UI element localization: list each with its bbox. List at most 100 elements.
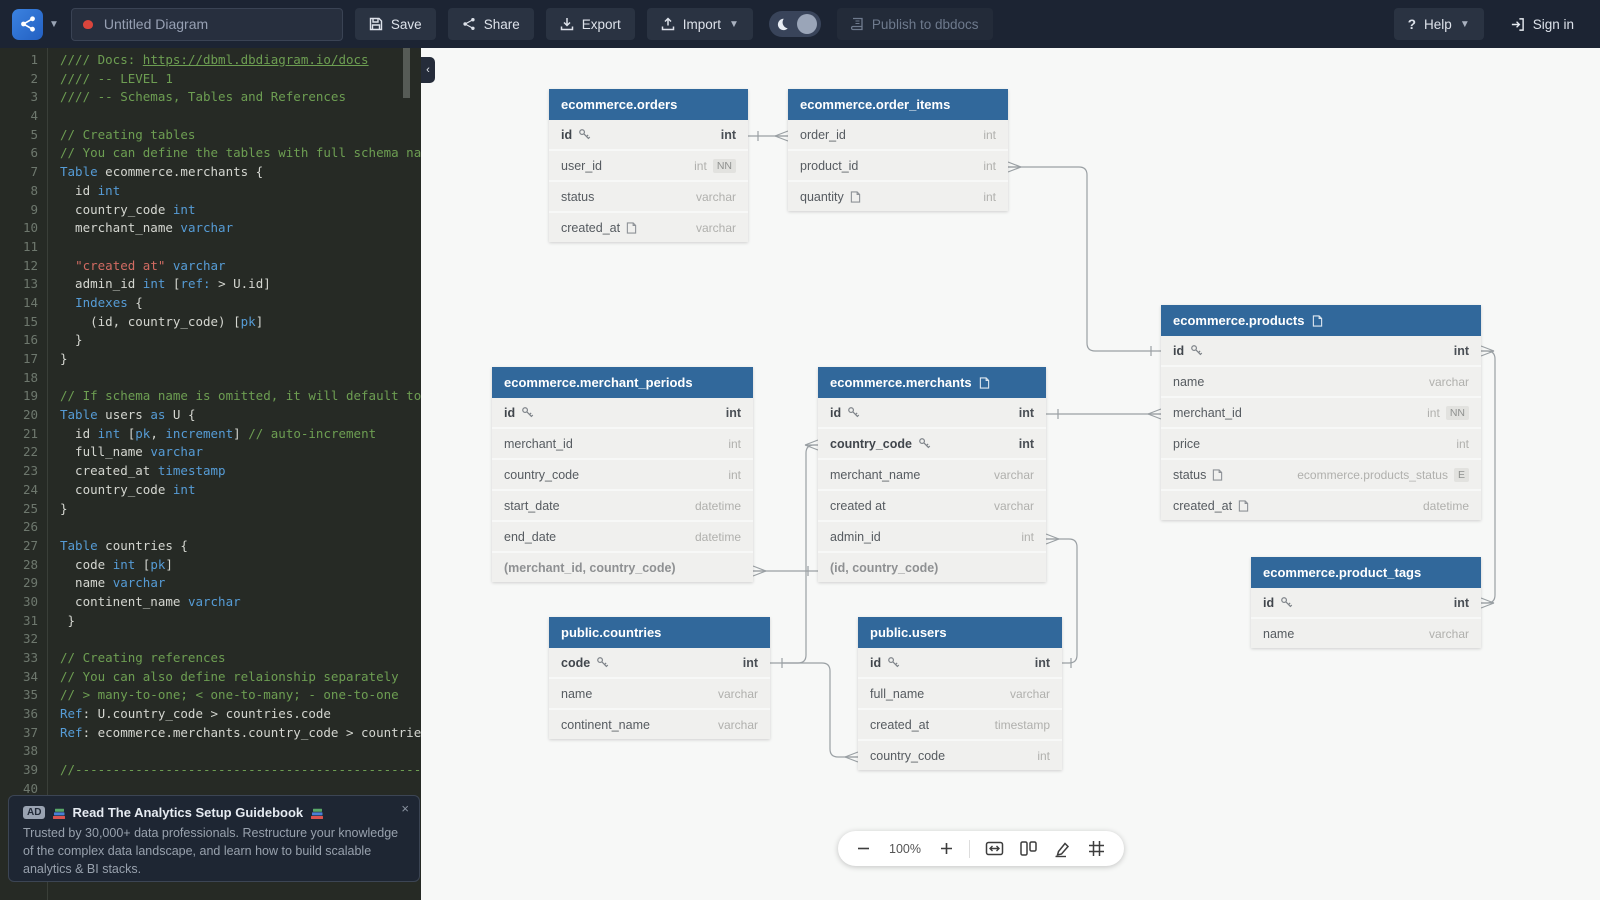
editor-collapse-button[interactable]: ‹: [421, 57, 435, 83]
code-line-14[interactable]: Indexes {: [60, 295, 421, 314]
dark-mode-toggle[interactable]: [768, 11, 821, 37]
diagram-title-input[interactable]: [70, 7, 343, 41]
code-line-27[interactable]: Table countries {: [60, 538, 421, 557]
code-line-36[interactable]: Ref: U.country_code > countries.code: [60, 706, 421, 725]
code-line-4[interactable]: [60, 108, 421, 127]
table-header[interactable]: ecommerce.orders: [549, 89, 748, 120]
frame-button[interactable]: [1087, 839, 1106, 858]
ad-close-icon[interactable]: ×: [401, 801, 409, 816]
code-line-33[interactable]: // Creating references: [60, 650, 421, 669]
code-line-16[interactable]: }: [60, 332, 421, 351]
zoom-out-button[interactable]: [856, 841, 871, 856]
code-line-8[interactable]: id int: [60, 183, 421, 202]
publish-dbdocs-button[interactable]: Publish to dbdocs: [836, 8, 993, 40]
sign-in-button[interactable]: Sign in: [1496, 8, 1588, 40]
highlighter-button[interactable]: [1053, 839, 1072, 858]
code-line-22[interactable]: full_name varchar: [60, 444, 421, 463]
code-line-35[interactable]: // > many-to-one; < one-to-many; - one-t…: [60, 687, 421, 706]
ad-card[interactable]: × AD Read The Analytics Setup Guidebook …: [8, 795, 420, 882]
code-line-28[interactable]: code int [pk]: [60, 557, 421, 576]
save-button[interactable]: Save: [354, 8, 436, 40]
table-header[interactable]: ecommerce.products: [1161, 305, 1481, 336]
code-line-7[interactable]: Table ecommerce.merchants {: [60, 164, 421, 183]
code-line-25[interactable]: }: [60, 501, 421, 520]
code-line-15[interactable]: (id, country_code) [pk]: [60, 314, 421, 333]
ad-title[interactable]: Read The Analytics Setup Guidebook: [72, 805, 304, 820]
field-row-merchant_idcountry_code[interactable]: (merchant_id, country_code): [492, 553, 753, 582]
zoom-in-button[interactable]: [939, 841, 954, 856]
field-row-idcountry_code[interactable]: (id, country_code): [818, 553, 1046, 582]
code-line-20[interactable]: Table users as U {: [60, 407, 421, 426]
code-line-18[interactable]: [60, 370, 421, 389]
code-line-19[interactable]: // If schema name is omitted, it will de…: [60, 388, 421, 407]
auto-arrange-button[interactable]: [1019, 839, 1038, 858]
code-line-17[interactable]: }: [60, 351, 421, 370]
code-line-31[interactable]: }: [60, 613, 421, 632]
table-header[interactable]: ecommerce.product_tags: [1251, 557, 1481, 588]
table-header[interactable]: public.countries: [549, 617, 770, 648]
editor-scrollbar[interactable]: [403, 48, 410, 98]
export-button[interactable]: Export: [545, 8, 635, 40]
code-line-10[interactable]: merchant_name varchar: [60, 220, 421, 239]
code-line-5[interactable]: // Creating tables: [60, 127, 421, 146]
code-line-13[interactable]: admin_id int [ref: > U.id]: [60, 276, 421, 295]
share-button[interactable]: Share: [447, 8, 534, 40]
help-button[interactable]: ? Help ▼: [1393, 8, 1484, 40]
code-line-39[interactable]: //--------------------------------------…: [60, 762, 421, 781]
code-line-11[interactable]: [60, 239, 421, 258]
code-line-37[interactable]: Ref: ecommerce.merchants.country_code > …: [60, 725, 421, 744]
table-header[interactable]: public.users: [858, 617, 1062, 648]
table-header[interactable]: ecommerce.order_items: [788, 89, 1008, 120]
code-line-12[interactable]: "created at" varchar: [60, 258, 421, 277]
editor-code[interactable]: //// Docs: https://dbml.dbdiagram.io/doc…: [48, 48, 421, 900]
code-line-34[interactable]: // You can also define relaionship separ…: [60, 669, 421, 688]
code-line-1[interactable]: //// Docs: https://dbml.dbdiagram.io/doc…: [60, 52, 421, 71]
fit-to-screen-button[interactable]: [985, 839, 1004, 858]
table-header[interactable]: ecommerce.merchant_periods: [492, 367, 753, 398]
code-line-2[interactable]: //// -- LEVEL 1: [60, 71, 421, 90]
code-line-24[interactable]: country_code int: [60, 482, 421, 501]
code-line-21[interactable]: id int [pk, increment] // auto-increment: [60, 426, 421, 445]
logo-chevron-down-icon[interactable]: ▼: [49, 18, 59, 30]
app-logo[interactable]: [12, 8, 43, 40]
code-line-3[interactable]: //// -- Schemas, Tables and References: [60, 89, 421, 108]
code-line-29[interactable]: name varchar: [60, 575, 421, 594]
code-line-26[interactable]: [60, 519, 421, 538]
import-button[interactable]: Import ▼: [646, 8, 753, 40]
code-line-23[interactable]: created_at timestamp: [60, 463, 421, 482]
